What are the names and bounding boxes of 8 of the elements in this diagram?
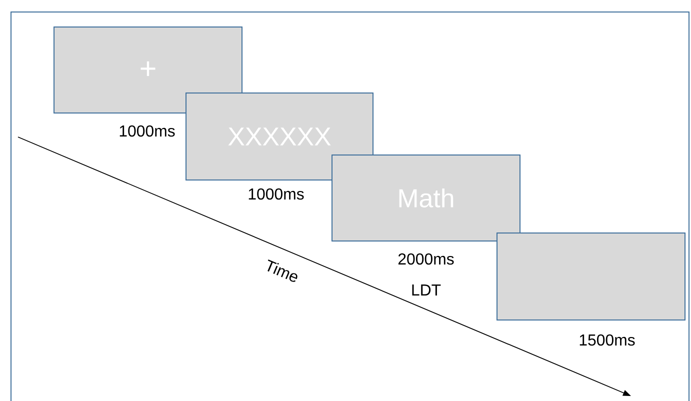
duration-label: 1000ms — [120, 125, 175, 137]
axis-label: Time — [268, 260, 298, 282]
duration-label: 1500ms — [580, 334, 635, 346]
duration-label: 1000ms — [248, 188, 304, 200]
stimulus-box: + — [54, 26, 242, 114]
duration-label: LDT — [412, 284, 441, 296]
blank-box — [496, 232, 686, 320]
duration-label: 2000ms — [398, 253, 454, 265]
